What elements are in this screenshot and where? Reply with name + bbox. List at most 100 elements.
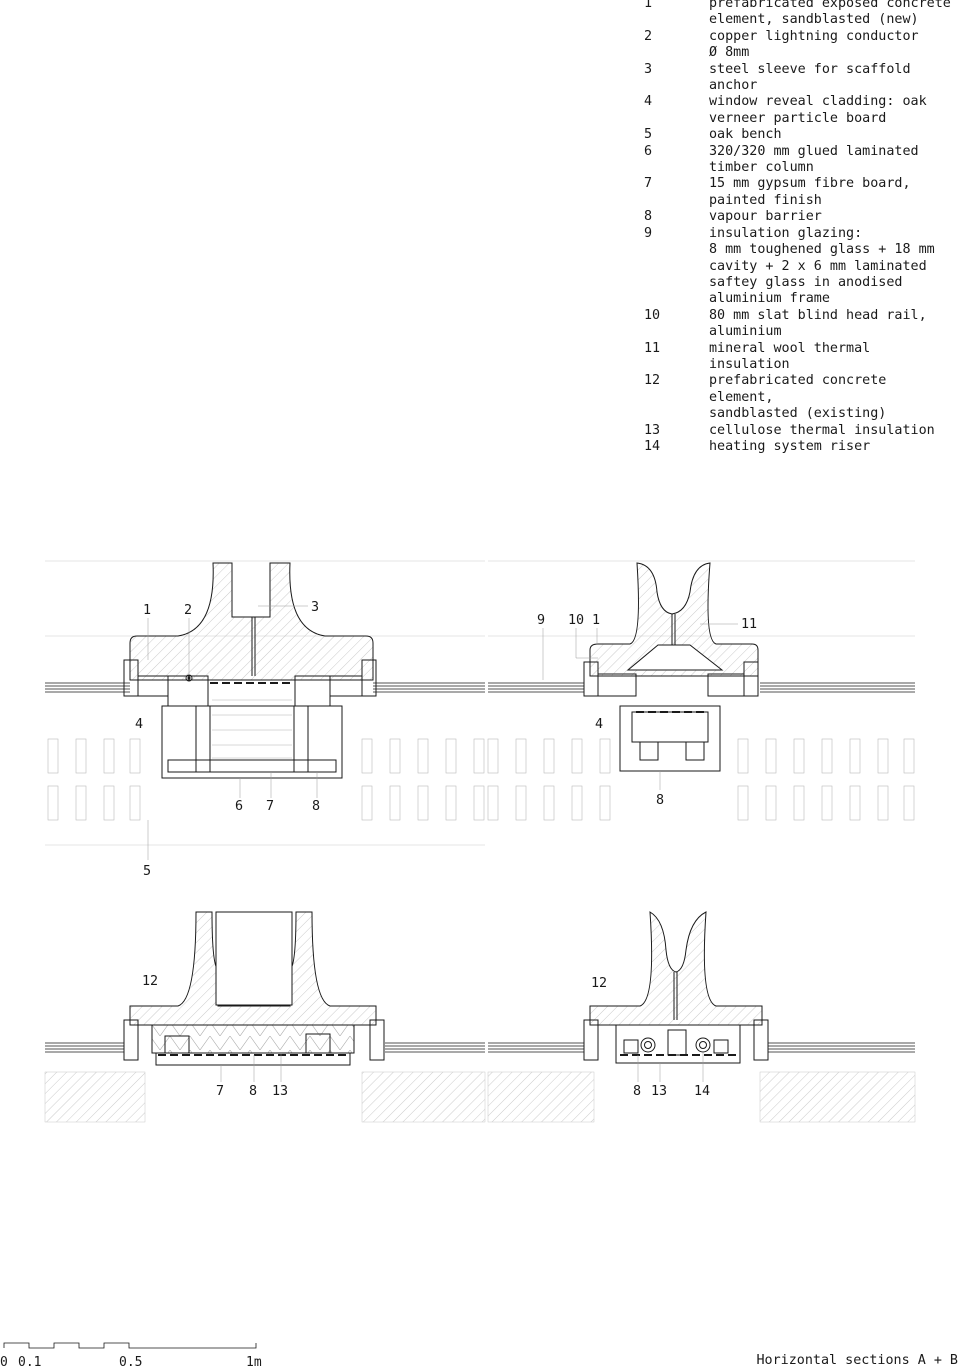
callout-label: 8: [656, 793, 664, 808]
concrete-element-new: [589, 562, 759, 677]
legend-number: 3: [644, 61, 653, 77]
legend-number: 8: [644, 209, 653, 225]
callout-label: 11: [741, 617, 757, 632]
column-post-right: [293, 705, 309, 773]
scale-label: 0.1: [18, 1355, 41, 1368]
callout-label: 5: [143, 864, 151, 879]
bench-top: [167, 759, 337, 773]
concrete-element-existing: [589, 911, 763, 1026]
legend-text: prefabricated exposed concrete element, …: [709, 0, 951, 28]
legend-item: 12 prefabricated concrete element, sandbl…: [644, 373, 954, 422]
callout-label: 7: [216, 1084, 224, 1099]
callouts-top-left: 1 2 3 4 6 7 8 5: [135, 600, 320, 879]
legend-text: copper lightning conductor Ø 8mm: [709, 28, 919, 61]
legend-text: insulation glazing: 8 mm toughened glass…: [709, 225, 935, 307]
leader-lines: [220, 1053, 282, 1082]
window-frame-left: [583, 1019, 599, 1061]
legend-item: 6 320/320 mm glued laminated timber colum…: [644, 144, 954, 177]
legend-item: 14 heating system riser: [644, 439, 954, 455]
callout-label: 9: [537, 613, 545, 628]
lightning-conductor: [185, 674, 193, 682]
bench-box: [619, 705, 721, 772]
window-frame-right: [369, 1019, 385, 1061]
callout-label: 1: [143, 603, 151, 618]
legend-text: window reveal cladding: oak verneer part…: [709, 94, 927, 126]
heating-riser: [640, 1037, 656, 1053]
legend-number: 10: [644, 307, 661, 323]
legend-text: heating system riser: [709, 438, 871, 454]
legend-number: 5: [644, 127, 653, 143]
cellulose-insulation: [151, 1024, 355, 1054]
timber-column: [215, 911, 293, 1006]
legend-item: 3 steel sleeve for scaffold anchor: [644, 62, 954, 95]
section-bottom-right: 12 8 13 14: [487, 911, 916, 1123]
legend-number: 9: [644, 225, 653, 241]
callout-label: 7: [266, 799, 274, 814]
legend-item: 9 insulation glazing: 8 mm toughened glas…: [644, 226, 954, 308]
legend-item: 1 prefabricated exposed concrete element,…: [644, 0, 954, 29]
legend-item: 11 mineral wool thermal insulation: [644, 341, 954, 374]
legend-number: 12: [644, 373, 661, 389]
callout-label: 8: [249, 1084, 257, 1099]
bench-slats: [47, 738, 485, 821]
glazing-right: [385, 1042, 485, 1053]
section-top-left: 1 2 3 4 6 7 8 5: [45, 560, 485, 879]
callout-label: 6: [235, 799, 243, 814]
callouts-bottom-left: 12 7 8 13: [142, 974, 288, 1099]
bench-slats: [487, 738, 915, 821]
riser-box: [615, 1024, 741, 1064]
scale-label: 1m: [246, 1355, 262, 1368]
bench-block: [685, 741, 705, 761]
concrete-element-existing: [129, 911, 377, 1026]
legend: 1 prefabricated exposed concrete element,…: [644, 0, 954, 455]
legend-text: mineral wool thermal insulation: [709, 340, 871, 372]
callout-label: 12: [591, 976, 607, 991]
window-frame-right: [707, 673, 745, 697]
callout-label: 2: [184, 603, 192, 618]
bench-slats: [44, 1071, 486, 1123]
mineral-wool-insulation: [626, 644, 724, 671]
leader-lines: [542, 623, 738, 790]
callouts-top-right: 9 10 1 11 4 8: [537, 613, 757, 808]
heating-riser: [695, 1037, 711, 1053]
callout-label: 4: [595, 717, 603, 732]
frame-block: [713, 1039, 729, 1054]
gypsum-board: [155, 1052, 351, 1066]
callout-label: 12: [142, 974, 158, 989]
glazing-right: [373, 682, 485, 693]
legend-number: 2: [644, 28, 653, 44]
callouts-bottom-right: 12 8 13 14: [591, 976, 710, 1099]
legend-text: prefabricated concrete element, sandblas…: [709, 373, 887, 422]
glazing-left: [45, 682, 130, 693]
callout-label: 13: [272, 1084, 288, 1099]
callout-label: 13: [651, 1084, 667, 1099]
legend-number: 11: [644, 340, 661, 356]
legend-number: 13: [644, 422, 661, 438]
leader-lines: [147, 605, 318, 860]
legend-text: steel sleeve for scaffold anchor: [709, 61, 911, 94]
legend-text: 80 mm slat blind head rail, aluminium: [709, 307, 927, 340]
bench-block: [639, 741, 659, 761]
legend-number: 1: [644, 0, 653, 11]
scale-label: 0: [0, 1355, 8, 1368]
legend-text: 320/320 mm glued laminated timber column: [709, 143, 919, 176]
frame-block: [623, 1039, 639, 1054]
legend-number: 14: [644, 438, 661, 454]
legend-number: 7: [644, 176, 653, 192]
scale-label: 0.5: [119, 1355, 142, 1368]
section-bottom-left: 12 7 8 13: [44, 911, 486, 1123]
callout-label: 8: [633, 1084, 641, 1099]
frame-block: [164, 1035, 190, 1054]
callout-label: 14: [694, 1084, 710, 1099]
glazing-left: [45, 1042, 124, 1053]
callout-label: 10: [568, 613, 584, 628]
glazing-right: [760, 682, 915, 693]
timber-column-lines: [212, 699, 292, 759]
legend-item: 2 copper lightning conductor Ø 8mm: [644, 29, 954, 62]
legend-number: 6: [644, 143, 653, 159]
